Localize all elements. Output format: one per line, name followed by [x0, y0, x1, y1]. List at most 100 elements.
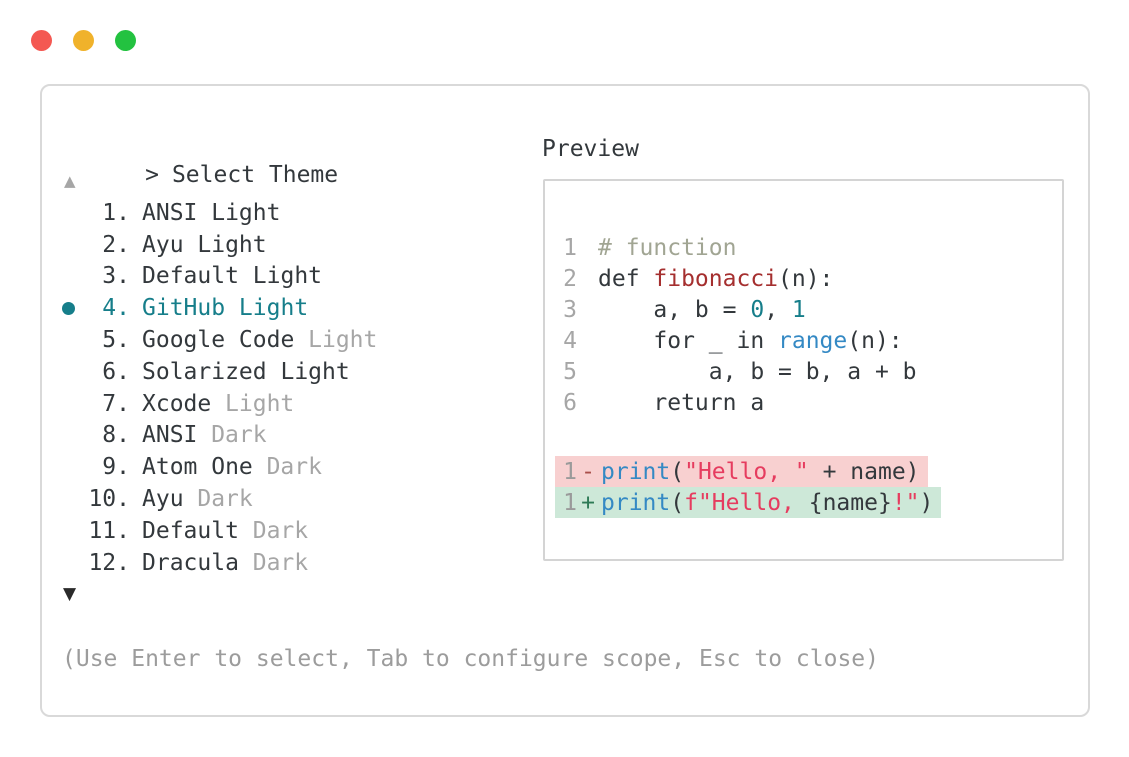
theme-name: Ayu: [142, 486, 184, 513]
theme-item[interactable]: 2.Ayu Light: [62, 229, 377, 261]
code-token: (: [670, 458, 685, 485]
line-number: 1: [563, 489, 577, 516]
line-number: 1: [563, 234, 577, 261]
theme-number: 8.: [102, 422, 130, 449]
window-controls: [31, 30, 136, 51]
theme-number: 5.: [102, 327, 130, 354]
theme-name: Dracula: [142, 549, 239, 576]
code-line: 6 return a: [563, 387, 1062, 418]
code-text: def fibonacci(n):: [598, 266, 833, 292]
code-token: f"Hello,: [684, 489, 809, 516]
theme-item[interactable]: 10. Ayu Dark: [62, 483, 377, 515]
prompt-symbol-icon: >: [145, 162, 159, 188]
theme-item[interactable]: 3. Default Light: [62, 261, 377, 293]
theme-name: Xcode: [142, 390, 212, 417]
code-token: a, b = b, a + b: [598, 358, 917, 385]
theme-item[interactable]: 5. Google Code Light: [62, 324, 377, 356]
code-token: {name}: [808, 489, 892, 516]
theme-variant: Light: [225, 390, 295, 417]
code-token: + name): [808, 458, 920, 485]
code-line: 4 for _ in range(n):: [563, 325, 1062, 356]
theme-item[interactable]: 1. ANSI Light: [62, 197, 377, 229]
theme-number: 11.: [88, 517, 130, 544]
theme-variant: Light: [308, 327, 378, 354]
theme-name: ANSI: [142, 422, 198, 449]
code-token: (: [670, 489, 685, 516]
diff-sign-icon: +: [581, 489, 595, 516]
code-token: !": [891, 489, 920, 516]
code-token: for _ in: [598, 327, 779, 354]
diff-line-removed: 1-print("Hello, " + name): [555, 456, 928, 487]
code-token: print: [601, 489, 671, 516]
theme-number: 6.: [102, 358, 130, 385]
theme-number: 7.: [102, 390, 130, 417]
zoom-button[interactable]: [115, 30, 136, 51]
prompt: > Select Theme: [62, 136, 338, 214]
theme-number: 1.: [102, 199, 130, 226]
theme-name: Default: [142, 517, 239, 544]
close-button[interactable]: [31, 30, 52, 51]
diff-sign-icon: -: [581, 458, 595, 485]
theme-name: Default Light: [142, 263, 323, 290]
theme-item[interactable]: 8. ANSI Dark: [62, 420, 377, 452]
theme-variant: Dark: [211, 422, 267, 449]
prompt-title: Select Theme: [171, 162, 339, 188]
code-text: a, b = 0, 1: [598, 296, 806, 323]
theme-name: GitHub Light: [142, 295, 309, 322]
diff-block: 1-print("Hello, " + name)1+print(f"Hello…: [555, 456, 1062, 518]
theme-name: ANSI Light: [142, 199, 281, 226]
code-token: "Hello, ": [684, 458, 809, 485]
code-text: return a: [598, 390, 764, 416]
code-token: ,: [764, 296, 792, 323]
code-text: for _ in range(n):: [598, 327, 903, 354]
code-token: def: [598, 265, 654, 292]
theme-name: Solarized Light: [142, 358, 350, 385]
selected-dot-icon: [62, 301, 75, 315]
hint-text: (Use Enter to select, Tab to configure s…: [62, 646, 879, 672]
code-text: print(f"Hello, {name}!"): [601, 490, 933, 516]
code-token: a, b =: [598, 296, 751, 323]
theme-number: 3.: [102, 263, 130, 290]
code-line: 1 # function: [563, 232, 1062, 263]
preview-label: Preview: [542, 136, 639, 162]
code-token: 0: [750, 296, 765, 323]
code-token: ): [919, 489, 934, 516]
line-number: 3: [563, 296, 577, 323]
scroll-down-icon[interactable]: ▼: [63, 584, 77, 604]
line-number: 2: [563, 265, 577, 292]
code-text: a, b = b, a + b: [598, 359, 917, 385]
theme-variant: Dark: [266, 454, 322, 481]
theme-number: 10.: [88, 486, 130, 513]
theme-item[interactable]: 6. Solarized Light: [62, 356, 377, 388]
theme-variant: Dark: [197, 486, 253, 513]
code-text: # function: [598, 235, 736, 261]
theme-number: 2.: [102, 231, 130, 258]
code-token: return a: [598, 389, 765, 416]
code-token: (n):: [778, 265, 834, 292]
theme-item[interactable]: 7. Xcode Light: [62, 388, 377, 420]
code-token: (n):: [847, 327, 903, 354]
code-token: print: [601, 458, 671, 485]
minimize-button[interactable]: [73, 30, 94, 51]
line-number: 5: [563, 358, 577, 385]
code-token: range: [778, 327, 848, 354]
code-token: 1: [791, 296, 806, 323]
scroll-up-icon[interactable]: ▲: [64, 172, 76, 190]
theme-variant: Dark: [252, 517, 309, 544]
theme-name: Google Code: [142, 327, 295, 354]
line-number: 6: [563, 389, 577, 416]
code-token: # function: [598, 234, 737, 261]
theme-item[interactable]: 4.GitHub Light: [62, 292, 377, 324]
code-token: fibonacci: [653, 265, 779, 292]
line-number: 4: [563, 327, 577, 354]
theme-item[interactable]: 11. Default Dark: [62, 515, 377, 547]
code-line: 2 def fibonacci(n):: [563, 263, 1062, 294]
theme-name: Atom One: [142, 454, 253, 481]
